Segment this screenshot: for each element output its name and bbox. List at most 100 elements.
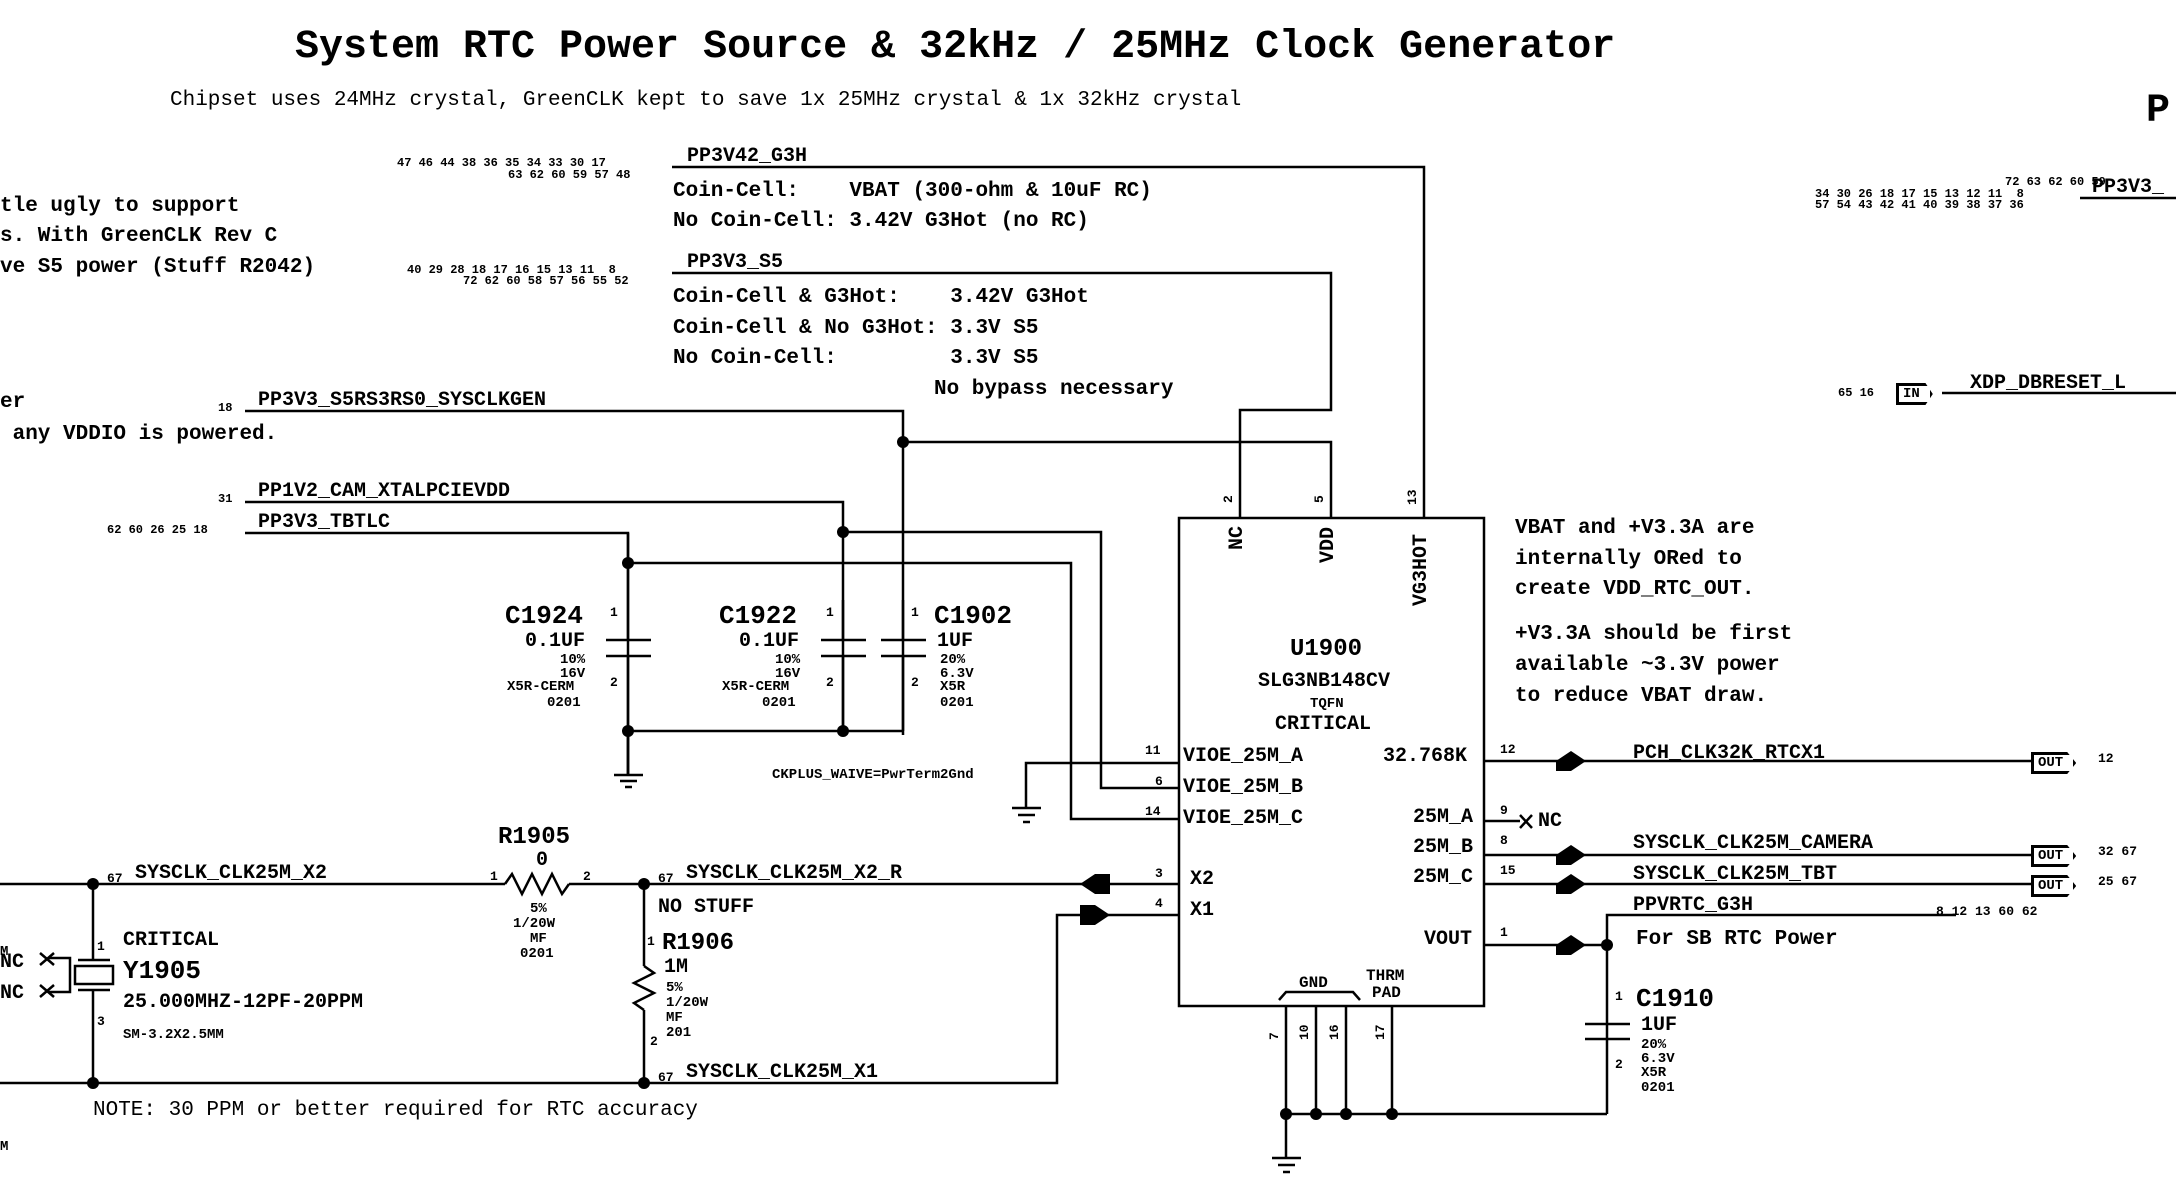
u1900-ref[interactable]: U1900 xyxy=(1290,636,1363,663)
xref-x2: 67 xyxy=(107,871,123,886)
net-clk25m-x2[interactable]: SYSCLK_CLK25M_X2 xyxy=(135,862,328,885)
r1905-power: 1/20W xyxy=(513,916,556,932)
c1910-value: 1UF xyxy=(1641,1014,1678,1037)
xref-pp3v42-bottom: 63 62 60 59 57 48 xyxy=(508,168,631,182)
c1924-ref[interactable]: C1924 xyxy=(505,601,584,631)
u1900-part: SLG3NB148CV xyxy=(1258,670,1391,693)
y1905-pin1: 1 xyxy=(97,939,105,954)
c1902-ref[interactable]: C1902 xyxy=(934,601,1013,631)
net-clk25m-x2-r[interactable]: SYSCLK_CLK25M_X2_R xyxy=(686,862,903,885)
r1906-stuff: NO STUFF xyxy=(658,896,755,919)
net-clk25m-camera[interactable]: SYSCLK_CLK25M_CAMERA xyxy=(1633,832,1874,855)
u1900-pin13-num: 13 xyxy=(1405,489,1420,505)
c1922-size: 0201 xyxy=(762,695,796,711)
xref-pp3v3-right-2: 34 30 26 18 17 15 13 12 11 8 xyxy=(1815,187,2024,201)
c1924-tol: 10% xyxy=(560,652,586,668)
net-pp3v42-g3h[interactable]: PP3V42_G3H xyxy=(687,145,808,168)
u1900-pin17-num: 17 xyxy=(1373,1024,1388,1040)
xref-tbt: 25 67 xyxy=(2098,874,2138,889)
u1900-pin9-num: 9 xyxy=(1500,803,1508,818)
xref-pp1v2-cam: 31 xyxy=(218,492,233,506)
left-note-line3: ve S5 power (Stuff R2042) xyxy=(0,256,316,279)
u1900-pin-vdd-name: VDD xyxy=(1317,526,1340,563)
chip-note-3: create VDD_RTC_OUT. xyxy=(1515,578,1755,601)
r1905-ref[interactable]: R1905 xyxy=(498,824,571,851)
c1922-pin2: 2 xyxy=(826,675,834,690)
u1900-pin4-num: 4 xyxy=(1155,896,1163,911)
net-pp1v2-cam[interactable]: PP1V2_CAM_XTALPCIEVDD xyxy=(258,480,511,503)
c1902-value: 1UF xyxy=(937,630,974,653)
y1905-ref[interactable]: Y1905 xyxy=(123,956,202,986)
u1900-pin-vioe-b: VIOE_25M_B xyxy=(1183,776,1304,799)
u1900-pin-25m-b: 25M_B xyxy=(1413,836,1474,859)
c1924-value: 0.1UF xyxy=(525,630,586,653)
r1906-zigzag xyxy=(631,964,657,1012)
ckplus-waive: CKPLUS_WAIVE=PwrTerm2Gnd xyxy=(772,767,974,783)
net-pp3v3-right[interactable]: PP3V3_ xyxy=(2092,176,2165,199)
u1900-25m-a-nc: NC xyxy=(1538,810,1563,833)
note-ppm: NOTE: 30 PPM or better required for RTC … xyxy=(93,1099,698,1122)
net-pch-clk32k[interactable]: PCH_CLK32K_RTCX1 xyxy=(1633,742,1826,765)
net-ppvrtc-g3h[interactable]: PPVRTC_G3H xyxy=(1633,894,1754,917)
u1900-pin6-num: 6 xyxy=(1155,774,1163,789)
u1900-pin8-num: 8 xyxy=(1500,833,1508,848)
net-clk25m-tbt[interactable]: SYSCLK_CLK25M_TBT xyxy=(1633,863,1838,886)
c1922-ref[interactable]: C1922 xyxy=(719,601,798,631)
xref-pp3v3-s5-top: 40 29 28 18 17 16 15 13 11 8 xyxy=(407,263,616,277)
left-note-line5: any VDDIO is powered. xyxy=(0,423,278,446)
port-out-tbt: OUT xyxy=(2031,875,2077,897)
c1924-pin2: 2 xyxy=(610,675,618,690)
u1900-pin14-num: 14 xyxy=(1145,804,1161,819)
u1900-thrm-label: THRM xyxy=(1366,967,1405,985)
c1922-volt: 16V xyxy=(775,666,801,682)
r1906-size: 201 xyxy=(666,1025,692,1041)
wire-vioe-c xyxy=(628,561,1179,821)
u1900-pin-vioe-c: VIOE_25M_C xyxy=(1183,807,1304,830)
note-sb-rtc: For SB RTC Power xyxy=(1636,928,1838,951)
c1922-pin1: 1 xyxy=(826,605,834,620)
chip-note-6: to reduce VBAT draw. xyxy=(1515,685,1768,708)
net-pp3v3-tbtlc[interactable]: PP3V3_TBTLC xyxy=(258,511,391,534)
u1900-pin11-num: 11 xyxy=(1145,743,1161,758)
xref-pp3v3-right-1: 72 63 62 60 59 xyxy=(2005,175,2106,189)
r1906-ref[interactable]: R1906 xyxy=(662,930,735,957)
c1902-pin2: 2 xyxy=(911,675,919,690)
u1900-gnd-label: GND xyxy=(1299,974,1328,992)
xref-clk32k: 12 xyxy=(2098,751,2114,766)
u1900-pad-label: PAD xyxy=(1372,984,1401,1002)
left-note-m2: M xyxy=(0,944,9,960)
xref-xdp: 65 16 xyxy=(1838,386,1875,400)
c1910-tol: 20% xyxy=(1641,1037,1667,1053)
r1905-tol: 5% xyxy=(530,901,547,917)
chip-note-4: +V3.3A should be first xyxy=(1515,623,1793,646)
u1900-pin-vg3hot-name: VG3HOT xyxy=(1410,533,1433,606)
xref-x2-r: 67 xyxy=(658,871,674,886)
c1902-diel: X5R xyxy=(940,679,966,695)
c1910-volt: 6.3V xyxy=(1641,1051,1675,1067)
wire-pp3v3-s5 xyxy=(672,271,1333,518)
xref-x1: 67 xyxy=(658,1070,674,1085)
xref-pp3v42-top: 47 46 44 38 36 35 34 33 30 17 xyxy=(397,156,606,170)
c1910-size: 0201 xyxy=(1641,1080,1675,1096)
c1910-ref[interactable]: C1910 xyxy=(1636,984,1715,1014)
c1924-pin1: 1 xyxy=(610,605,618,620)
u1900-pin16-num: 16 xyxy=(1327,1024,1342,1040)
u1900-pin5-num: 5 xyxy=(1312,495,1327,503)
chip-note-1: VBAT and +V3.3A are xyxy=(1515,517,1755,540)
net-pp3v3-s5rs3rs0[interactable]: PP3V3_S5RS3RS0_SYSCLKGEN xyxy=(258,389,547,412)
c1924-volt: 16V xyxy=(560,666,586,682)
u1900-pin-25m-a: 25M_A xyxy=(1413,806,1474,829)
note-s5-2: Coin-Cell & No G3Hot: 3.3V S5 xyxy=(673,317,1039,340)
net-clk25m-x1[interactable]: SYSCLK_CLK25M_X1 xyxy=(686,1061,879,1084)
note-bypass: No bypass necessary xyxy=(934,378,1174,401)
net-xdp-dbreset[interactable]: XDP_DBRESET_L xyxy=(1970,372,2127,395)
u1900-pin15-num: 15 xyxy=(1500,863,1516,878)
net-pp3v3-s5[interactable]: PP3V3_S5 xyxy=(687,251,784,274)
u1900-pin-25m-c: 25M_C xyxy=(1413,866,1474,889)
c1924-size: 0201 xyxy=(547,695,581,711)
y1905-critical: CRITICAL xyxy=(123,929,220,952)
y1905-package: SM-3.2X2.5MM xyxy=(123,1027,224,1043)
note-s5-1: Coin-Cell & G3Hot: 3.42V G3Hot xyxy=(673,286,1089,309)
port-out-clk32k: OUT xyxy=(2031,752,2077,774)
